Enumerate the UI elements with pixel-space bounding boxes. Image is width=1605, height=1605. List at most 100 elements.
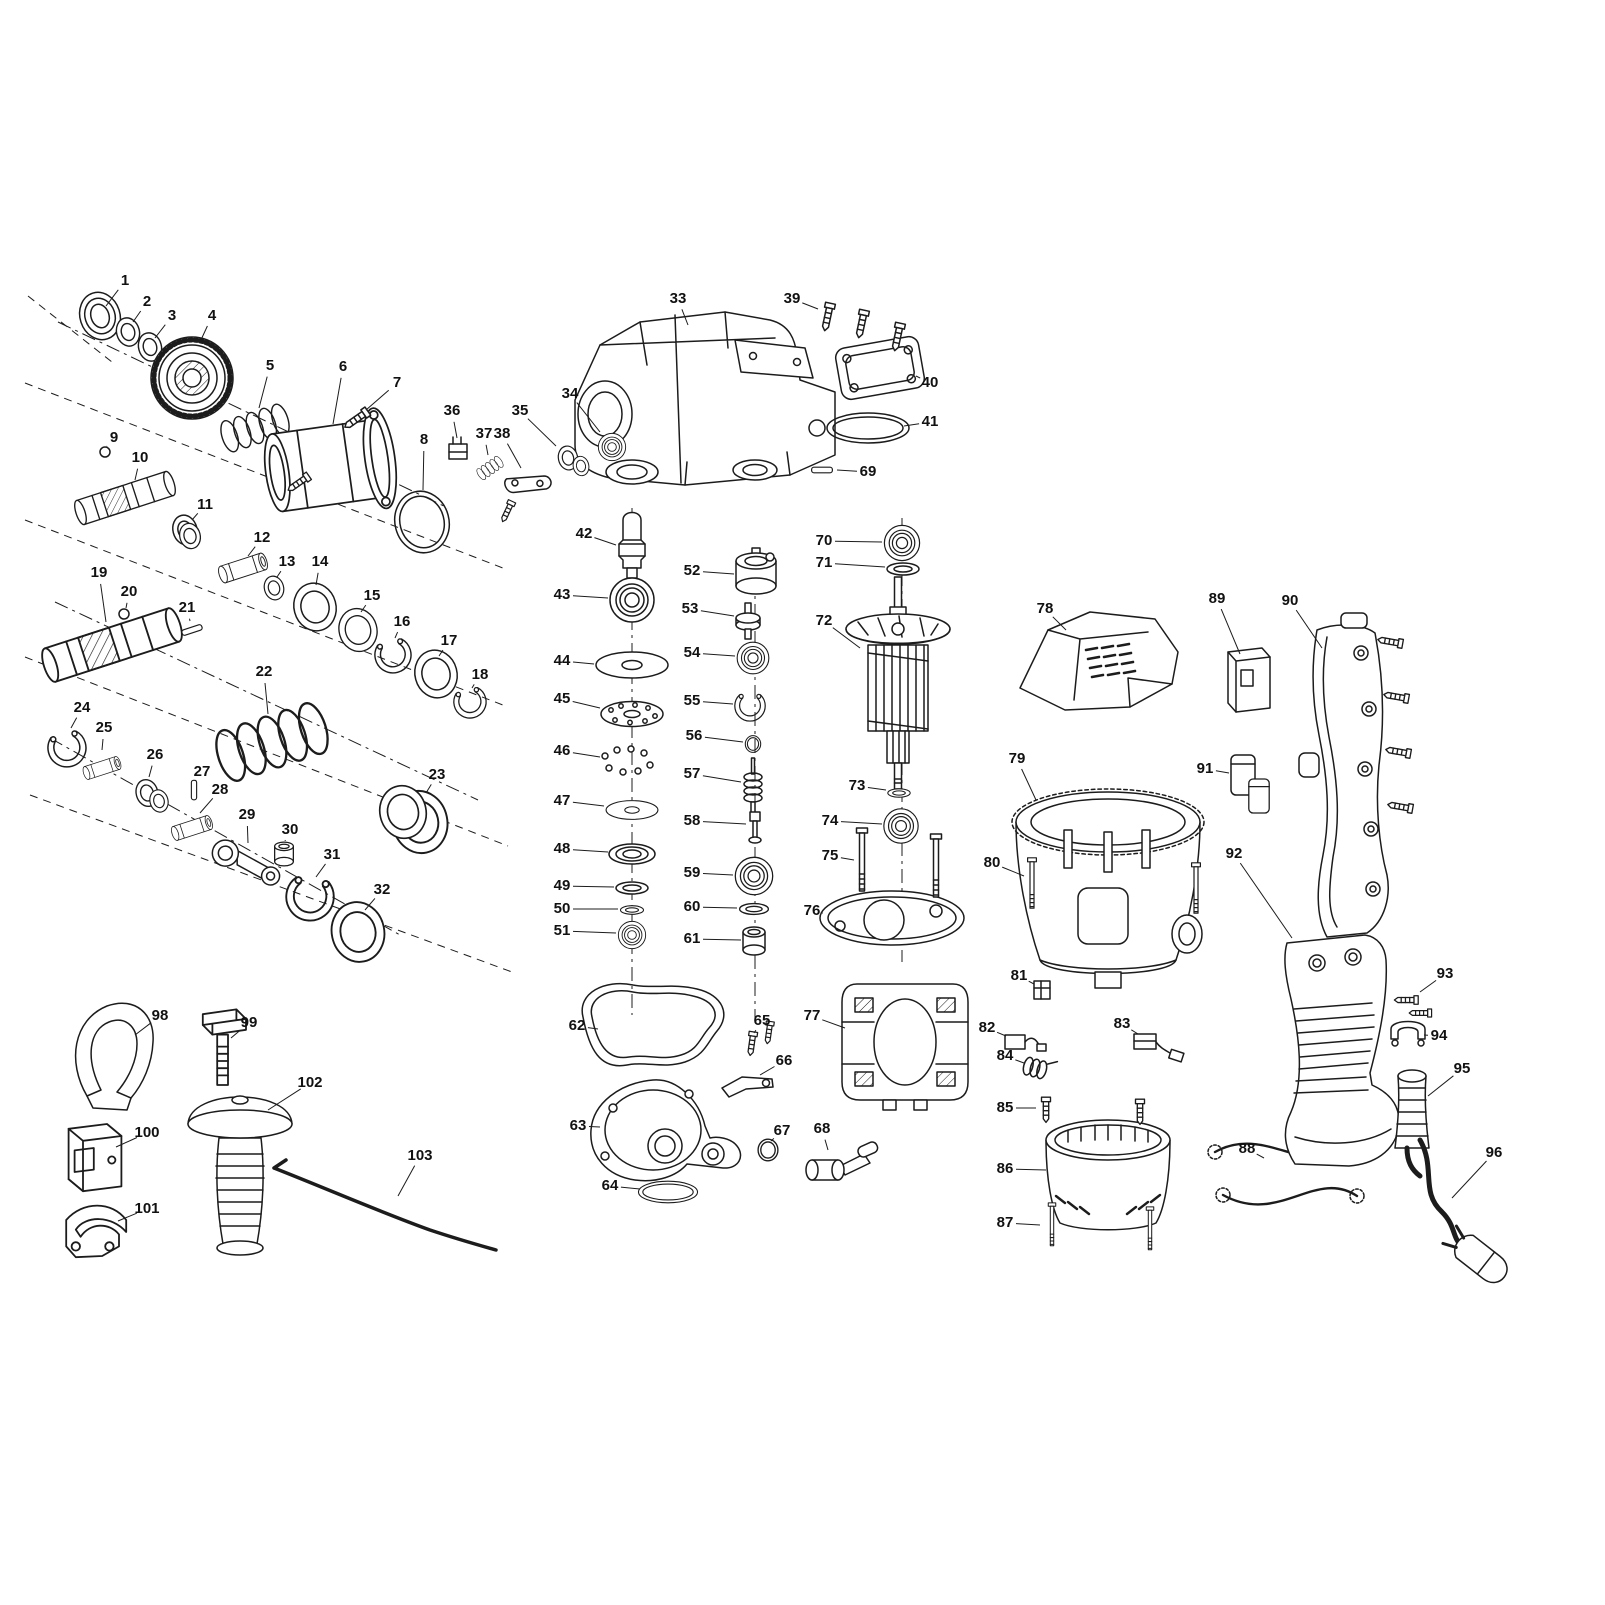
leader-25 xyxy=(101,738,104,751)
leader-42 xyxy=(594,537,617,546)
leader-8 xyxy=(422,450,425,491)
leader-102 xyxy=(267,1088,301,1111)
leader-56 xyxy=(704,736,744,743)
leader-22 xyxy=(264,682,269,715)
part-number-12: 12 xyxy=(254,529,271,546)
part-number-91: 91 xyxy=(1197,760,1214,777)
part-number-93: 93 xyxy=(1437,965,1454,982)
part-number-67: 67 xyxy=(774,1122,791,1139)
part-47-washer-disc xyxy=(605,800,659,820)
part-78-air-deflector-cover xyxy=(1018,610,1180,712)
part-number-9: 9 xyxy=(110,429,118,446)
leader-12 xyxy=(247,546,256,557)
part-number-55: 55 xyxy=(684,692,701,709)
leader-88 xyxy=(1256,1153,1265,1159)
part-93-screw xyxy=(1393,995,1419,1005)
part-number-45: 45 xyxy=(554,690,571,707)
part-number-5: 5 xyxy=(266,357,274,374)
part-number-98: 98 xyxy=(152,1007,169,1024)
leader-16 xyxy=(394,631,399,639)
part-15-ring xyxy=(333,603,383,657)
part-75-screw xyxy=(855,827,869,892)
part-85-screw xyxy=(1040,1096,1052,1124)
part-4-chuck-cap xyxy=(151,337,233,419)
part-number-69: 69 xyxy=(860,463,877,480)
leader-46 xyxy=(572,752,601,758)
leader-57 xyxy=(702,775,742,783)
leader-89 xyxy=(1220,608,1241,655)
leader-40 xyxy=(915,375,921,379)
leader-91 xyxy=(1215,770,1230,774)
part-17-ring xyxy=(408,644,464,704)
leader-1 xyxy=(105,289,119,307)
part-90-housing-half xyxy=(1298,612,1389,938)
part-number-35: 35 xyxy=(512,402,529,419)
leader-66 xyxy=(759,1066,775,1076)
part-50-washer xyxy=(619,905,645,915)
leader-6 xyxy=(332,377,342,425)
capacitor-91b xyxy=(1248,778,1270,814)
part-92-handle-cover xyxy=(1284,934,1400,1167)
leader-49 xyxy=(572,885,615,888)
leader-58 xyxy=(702,821,747,825)
part-number-17: 17 xyxy=(441,632,458,649)
leader-93 xyxy=(1419,979,1437,993)
part-22-spring xyxy=(209,698,335,786)
part-37-spring xyxy=(474,454,506,482)
part-6-cylinder-housing xyxy=(258,405,403,526)
part-24-circlip xyxy=(44,728,91,772)
leader-86 xyxy=(1015,1168,1047,1171)
part-number-79: 79 xyxy=(1009,750,1026,767)
part-57-spring xyxy=(743,757,763,815)
leader-64 xyxy=(620,1186,641,1190)
screw-39b xyxy=(853,308,871,340)
leader-54 xyxy=(702,653,736,657)
part-number-37: 37 xyxy=(476,425,493,442)
part-98-hanging-loop xyxy=(74,1002,154,1111)
leader-29 xyxy=(246,825,249,844)
leader-28 xyxy=(199,797,214,814)
leader-52 xyxy=(702,571,735,575)
part-number-24: 24 xyxy=(74,699,91,716)
part-28-piston xyxy=(169,814,215,842)
part-number-29: 29 xyxy=(239,806,256,823)
part-number-7: 7 xyxy=(393,374,401,391)
leader-98 xyxy=(134,1022,152,1036)
part-9-steel-ball xyxy=(99,446,111,458)
center-axis-line xyxy=(54,601,479,801)
leader-55 xyxy=(702,701,734,705)
part-number-43: 43 xyxy=(554,586,571,603)
part-number-40: 40 xyxy=(922,374,939,391)
part-19-spindle xyxy=(37,605,187,685)
leader-37 xyxy=(485,444,489,456)
part-number-53: 53 xyxy=(682,600,699,617)
leader-90 xyxy=(1295,609,1323,649)
part-number-85: 85 xyxy=(997,1099,1014,1116)
leader-92 xyxy=(1239,862,1293,939)
leader-11 xyxy=(191,512,199,521)
leader-101 xyxy=(117,1212,137,1222)
leader-78 xyxy=(1052,616,1067,631)
leader-15 xyxy=(360,604,367,613)
part-39-screw xyxy=(819,301,837,333)
leader-5 xyxy=(258,376,268,409)
leader-83 xyxy=(1131,1029,1139,1035)
part-54-ball-bearing xyxy=(736,641,770,675)
part-95-cord-guard xyxy=(1395,1070,1429,1176)
part-number-92: 92 xyxy=(1226,845,1243,862)
part-38-lever-plate xyxy=(502,467,554,500)
part-number-22: 22 xyxy=(256,663,273,680)
part-number-102: 102 xyxy=(297,1074,322,1091)
leader-53 xyxy=(700,610,735,617)
part-63-bearing-cover xyxy=(590,1079,742,1182)
part-96-power-cord xyxy=(1420,1140,1513,1288)
leader-38 xyxy=(506,443,522,469)
part-21-pin xyxy=(180,623,204,637)
leader-44 xyxy=(572,661,595,665)
part-number-13: 13 xyxy=(279,553,296,570)
part-number-101: 101 xyxy=(134,1200,159,1217)
leader-87 xyxy=(1015,1223,1041,1226)
part-10-tool-holder-spindle xyxy=(71,469,179,527)
part-8-o-ring xyxy=(387,484,457,560)
leader-17 xyxy=(438,649,444,657)
